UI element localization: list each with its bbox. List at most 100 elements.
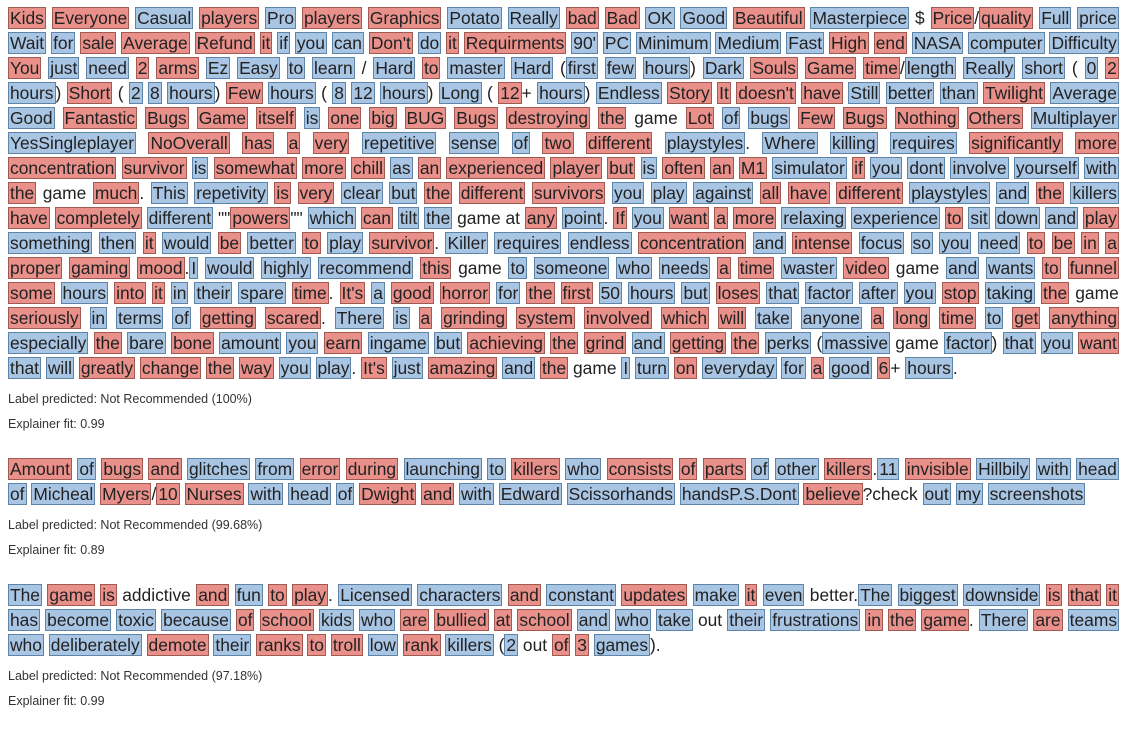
positive-token: way <box>238 357 274 379</box>
negative-token: and <box>1045 207 1079 229</box>
negative-token: and <box>631 332 665 354</box>
positive-token: video <box>843 257 889 279</box>
positive-token: survivor <box>369 232 435 254</box>
negative-token: Good <box>680 7 727 29</box>
explainer-fit: Explainer fit: 0.89 <box>8 543 105 557</box>
negative-token: need <box>86 57 129 79</box>
positive-token: on <box>673 357 698 379</box>
negative-token: do <box>417 32 442 54</box>
negative-token: NASA <box>911 32 964 54</box>
positive-token: Average <box>121 32 190 54</box>
positive-token: have <box>787 182 830 204</box>
positive-token: it <box>446 32 459 54</box>
positive-token: significantly <box>969 132 1063 154</box>
negative-token: who <box>565 458 602 480</box>
positive-token: a <box>810 357 825 379</box>
negative-token: with <box>248 483 284 505</box>
negative-token: 2 <box>504 634 519 656</box>
negative-token: launching <box>403 458 482 480</box>
negative-token: with <box>1035 458 1071 480</box>
negative-token: which <box>307 207 357 229</box>
negative-token: fun <box>234 584 263 606</box>
negative-token: experience <box>851 207 941 229</box>
negative-token: Difficulty <box>1049 32 1119 54</box>
negative-token: anyone <box>800 307 862 329</box>
predicted-label: Label predicted: Not Recommended (99.68%… <box>8 518 263 532</box>
positive-token: Souls <box>750 57 798 79</box>
negative-token: that <box>8 357 42 379</box>
positive-token: play <box>1082 207 1119 229</box>
negative-token: Casual <box>135 7 194 29</box>
positive-token: often <box>662 157 706 179</box>
positive-token: 2 <box>135 57 150 79</box>
negative-token: become <box>45 609 112 631</box>
positive-token: first <box>560 282 593 304</box>
negative-token: price <box>1077 7 1119 29</box>
positive-token: different <box>585 132 653 154</box>
positive-token: scared <box>264 307 322 329</box>
negative-token: simulator <box>772 157 847 179</box>
positive-token: Nurses <box>184 483 244 505</box>
negative-token: who <box>359 609 395 631</box>
negative-token: hours <box>380 82 428 104</box>
negative-token: head <box>1076 458 1119 480</box>
negative-token: Endless <box>595 82 662 104</box>
positive-token: to <box>944 207 964 229</box>
positive-token: 3 <box>575 634 589 656</box>
negative-token: against <box>693 182 754 204</box>
negative-token: different <box>146 207 214 229</box>
positive-token: more <box>302 157 346 179</box>
negative-token: just <box>48 57 80 79</box>
positive-token: in <box>865 609 883 631</box>
positive-token: stop <box>941 282 979 304</box>
negative-token: you <box>903 282 936 304</box>
negative-token: endless <box>567 232 632 254</box>
negative-token: because <box>161 609 231 631</box>
positive-token: play <box>292 584 329 606</box>
explanation-list: Kids Everyone Casual players Pro players… <box>8 7 1120 708</box>
positive-token: arms <box>156 57 199 79</box>
positive-token: get <box>1012 307 1041 329</box>
positive-token: funnel <box>1067 257 1119 279</box>
negative-token: Full <box>1039 7 1072 29</box>
positive-token: getting <box>199 307 256 329</box>
negative-token: needs <box>658 257 711 279</box>
negative-token: learn <box>312 57 355 79</box>
negative-token: taking <box>984 282 1036 304</box>
positive-token: getting <box>669 332 726 354</box>
negative-token: if <box>277 32 290 54</box>
positive-token: concentration <box>8 157 117 179</box>
positive-token: it <box>744 584 758 606</box>
positive-token: Price <box>930 7 975 29</box>
positive-token: will <box>717 307 747 329</box>
negative-token: I <box>621 357 631 379</box>
positive-token: It's <box>339 282 366 304</box>
positive-token: are <box>400 609 430 631</box>
positive-token: it <box>259 32 273 54</box>
positive-token: sale <box>80 32 117 54</box>
positive-token: High <box>829 32 869 54</box>
explainer-fit: Explainer fit: 0.99 <box>8 694 105 708</box>
positive-token: more <box>1075 132 1119 154</box>
positive-token: consists <box>606 458 674 480</box>
positive-token: chill <box>351 157 385 179</box>
positive-token: end <box>873 32 907 54</box>
positive-token: Beautiful <box>732 7 805 29</box>
negative-token: first <box>565 57 598 79</box>
positive-token: If <box>613 207 627 229</box>
negative-token: to <box>286 57 306 79</box>
negative-token: you <box>939 232 972 254</box>
predicted-label: Label predicted: Not Recommended (100%) <box>8 392 252 406</box>
negative-token: who <box>616 257 653 279</box>
negative-token: hours <box>8 82 56 104</box>
negative-token: Hillbily <box>976 458 1031 480</box>
negative-token: would <box>161 232 212 254</box>
positive-token: and <box>148 458 182 480</box>
negative-token: 90' <box>571 32 598 54</box>
negative-token: as <box>390 157 413 179</box>
negative-token: to <box>984 307 1004 329</box>
negative-token: that <box>1002 332 1036 354</box>
positive-token: the <box>93 332 122 354</box>
negative-token: you <box>631 207 664 229</box>
negative-token: 50 <box>598 282 622 304</box>
